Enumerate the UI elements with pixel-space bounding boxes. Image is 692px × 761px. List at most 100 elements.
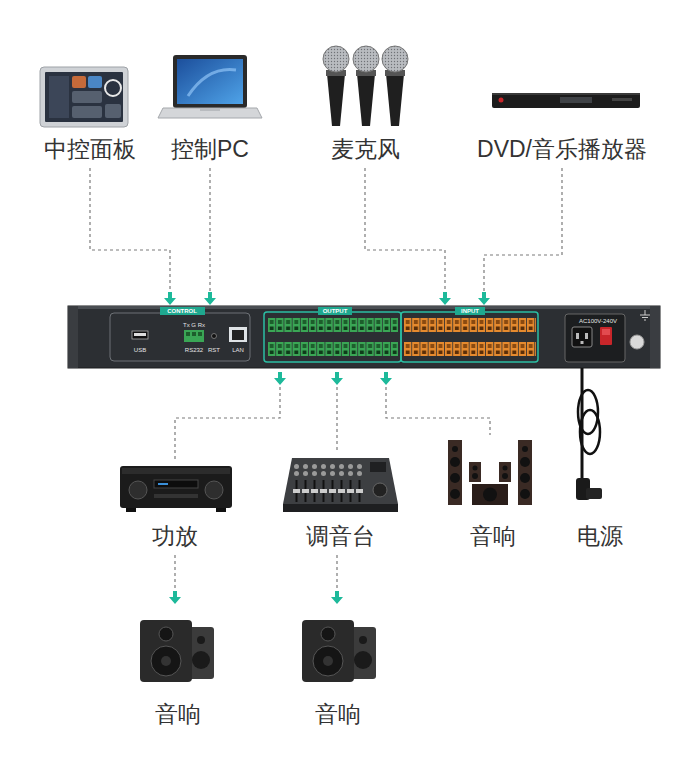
arrow-head [204,292,216,305]
home-theater-icon-part [520,489,530,499]
device-label: 控制PC [171,135,249,163]
processor-body-part [600,327,612,345]
processor-body-part [186,332,190,336]
arrow-head [331,372,343,385]
signal-connector [204,168,216,305]
processor-body-part [602,329,610,335]
control-panel-icon-part [45,72,123,122]
amplifier-icon-part [205,481,223,499]
device-label: 音响 [470,522,516,550]
processor-body-part [232,330,244,340]
microphone-icon-part [323,46,349,72]
arrow-head [439,292,451,305]
signal-connector [365,168,451,305]
device-label: 音响 [315,700,361,728]
dashed-line [336,555,337,591]
dashed-line [336,387,337,451]
home-theater-icon-part [450,473,460,483]
laptop-icon-part [177,59,243,104]
laptop-icon-part [188,70,236,96]
amplifier-icon-part [126,508,136,512]
port-label: LAN [232,347,244,354]
home-theater-icon-part [520,473,530,483]
processor-body-part [565,314,625,362]
processor-body-part [585,333,588,339]
bookshelf-speaker-icon [140,620,214,682]
laptop-icon [158,55,262,118]
processor-body-part [132,331,148,339]
microphone-icon-part [386,74,404,126]
dvd-player-icon [492,93,640,108]
processor-body-part [68,306,660,309]
microphone-icon-part [353,46,379,72]
processor-body-part [110,313,250,361]
port-tab-label: OUTPUT [323,308,348,315]
dvd-player-icon-part [492,93,640,95]
mixer-icon-part [373,483,387,497]
control-panel-icon-part [72,106,102,118]
processor-body-part [404,318,536,356]
home-theater-icon-part [502,473,508,479]
mixer-icon-part [283,504,398,512]
processor-body-part [581,341,584,344]
control-panel-icon-part [105,80,121,96]
control-panel-icon-part [40,67,128,127]
bookshelf-speaker-icon-part [161,656,171,666]
microphone-icon-part [357,74,375,126]
media-player-device: DVD/音乐播放器 [462,85,662,165]
dashed-line [386,387,490,435]
control-panel-icon-part [88,76,102,88]
port-label: USB [134,347,146,354]
dvd-player-icon-part [560,97,592,103]
processor-body-part [650,306,660,368]
power-rating-label: AC100V-240V [579,318,617,325]
processor-body [68,306,660,368]
microphone-icon [323,46,408,126]
device-label: 调音台 [306,522,375,550]
processor-body-part [455,307,485,315]
device-label: 中控面板 [44,135,136,163]
control-panel-device: 中控面板 [30,60,150,165]
device-label: 电源 [577,522,623,550]
processor-body-part [68,306,78,368]
processor-body-part [264,312,401,362]
microphone-icon-part [353,46,379,72]
device-label: 麦克风 [331,135,400,163]
mixer-icon-part [370,462,386,472]
bookshelf-speaker-icon-part [192,651,210,669]
processor-body-part [401,312,538,362]
processor-body-part [68,306,660,368]
processor-body-part [572,327,592,347]
cord-line [581,368,584,478]
home-theater-icon-part [503,466,508,471]
amplifier-device: 功放 [110,462,240,552]
bookshelf-speaker-icon-part [321,627,335,641]
processor-body-part [212,334,217,339]
device-label: 音响 [155,700,201,728]
processor-body-part [184,330,204,342]
amplifier-icon-part [154,480,198,488]
speaker-device: 音响 [288,605,388,730]
mixer-icon-part [283,458,398,504]
mixer-icon [283,458,398,512]
processor-body-part [640,310,650,320]
laptop-icon-part [200,108,220,111]
mixer-icon-part [292,463,364,477]
laptop-icon-part [158,108,262,118]
home-theater-icon-part [499,462,511,482]
dvd-player-icon-part [612,98,632,101]
audio-processor-unit: CONTROLTx G RxUSBRS232RSTLANOUTPUTINPUTA… [68,306,660,368]
power-cord [582,368,583,478]
power-cord-icon [576,390,602,500]
home-theater-icon-part [483,488,497,502]
signal-connector [380,372,490,435]
home-theater-icon-part [520,457,530,467]
microphone-icon-part [382,46,408,72]
signal-connector [90,168,176,305]
microphone-icon-part [323,46,349,72]
home-theater-icon-part [473,466,478,471]
arrow-head [169,591,181,604]
arrow-head [164,292,176,305]
